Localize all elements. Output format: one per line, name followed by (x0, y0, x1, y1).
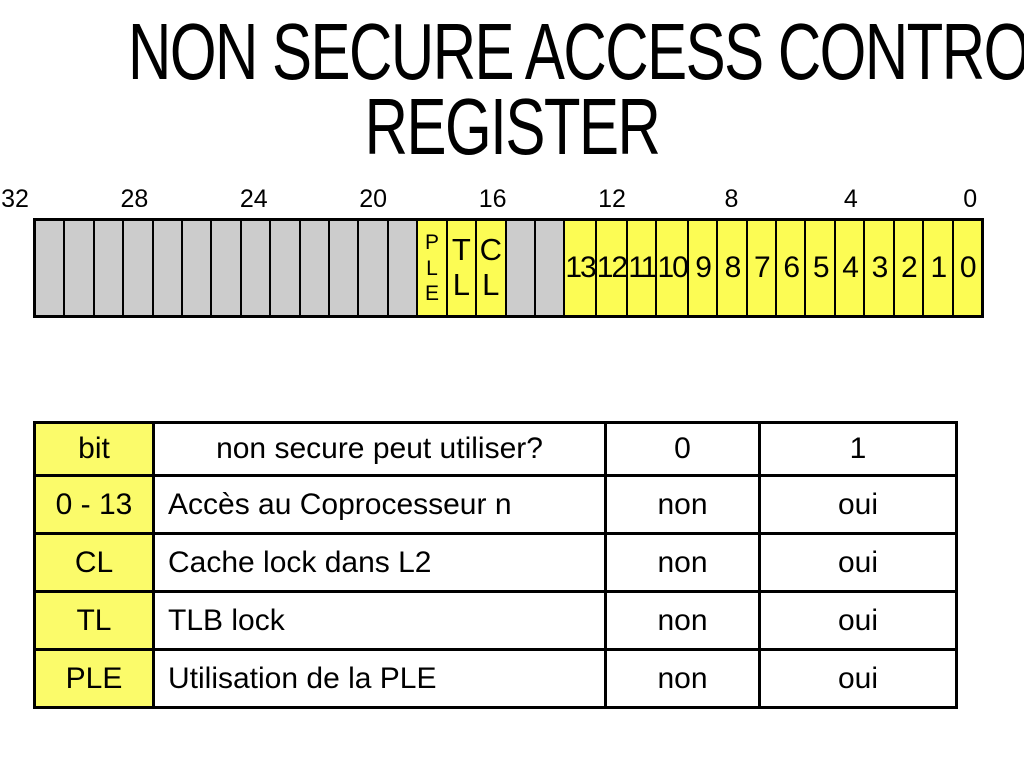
register-cell-stack-letter: P (424, 231, 439, 255)
register-cell-bit-11: 11 (626, 221, 657, 315)
table-cell-value-1: oui (758, 532, 958, 593)
register-cell-bit-8: 8 (716, 221, 746, 315)
table-cell-bit: PLE (33, 648, 155, 709)
register-cell-bit-1: 1 (922, 221, 952, 315)
register-cell-bit-20 (357, 221, 387, 315)
table-cell-description: TLB lock (152, 590, 607, 651)
register-cell-bit-14 (533, 221, 564, 315)
table-row: 0 - 13 Accès au Coprocesseur n non oui (33, 474, 958, 535)
register-cell-bit-9: 9 (686, 221, 717, 315)
register-cell-bit-24 (239, 221, 270, 315)
register-cell-label: 9 (695, 251, 712, 284)
register-cell-stack-letter: C (479, 232, 502, 268)
table-cell-description: Accès au Coprocesseur n (152, 474, 607, 535)
table-cell-description: Cache lock dans L2 (152, 532, 607, 593)
register-cell-label: 7 (754, 251, 771, 284)
register-scale-label-28: 28 (120, 185, 149, 213)
register-cell-bit-4: 4 (833, 221, 864, 315)
register-cell-bit-21 (328, 221, 358, 315)
register-cell-bit-31 (36, 221, 64, 315)
register-cell-bit-30 (63, 221, 93, 315)
table-header-value-1: 1 (758, 421, 958, 477)
register-cell-bit-19 (386, 221, 417, 315)
register-scale-label-4: 4 (843, 185, 858, 213)
register-cell-bit-28 (122, 221, 152, 315)
register-cell-bit-6: 6 (775, 221, 805, 315)
register-scale-label-20: 20 (359, 185, 388, 213)
register-cell-stack-letter: L (452, 267, 471, 302)
register-scale-label-24: 24 (239, 185, 268, 213)
table-cell-value-1: oui (758, 474, 958, 535)
legend-table: bit non secure peut utiliser? 0 1 0 - 13… (33, 421, 958, 709)
table-cell-value-0: non (604, 474, 761, 535)
register-scale-label-0: 0 (963, 185, 978, 213)
table-cell-value-0: non (604, 532, 761, 593)
register-scale-label-16: 16 (478, 185, 507, 213)
register-cell-bit-25 (210, 221, 240, 315)
table-header-value-0: 0 (604, 421, 761, 477)
table-header-description: non secure peut utiliser? (152, 421, 607, 477)
register-cell-stack-letter: E (424, 281, 439, 305)
register-cell-bit-23 (269, 221, 299, 315)
table-cell-bit: 0 - 13 (33, 474, 155, 535)
register-cell-bit-27 (151, 221, 182, 315)
register-cell-bit-2: 2 (892, 221, 923, 315)
table-row: CL Cache lock dans L2 non oui (33, 532, 958, 593)
register-cell-label: 4 (842, 251, 859, 284)
register-cell-bit-12: 12 (594, 221, 628, 315)
table-cell-description: Utilisation de la PLE (152, 648, 607, 709)
table-cell-value-0: non (604, 590, 761, 651)
register-cell-label: 8 (724, 251, 742, 284)
register-cell-bit-7: 7 (745, 221, 776, 315)
register-cell-label: 0 (959, 251, 977, 284)
register-cell-label: 3 (871, 251, 889, 284)
register-cell-label: 6 (783, 251, 800, 284)
register-cell-bit-13: 13 (563, 221, 597, 315)
register-cell-label: 11 (628, 251, 657, 284)
register-cell-label: 10 (657, 251, 688, 284)
register-cell-label: 5 (812, 251, 830, 284)
register-bit-scale: 32 28 24 20 16 12 8 4 0 (1, 185, 984, 215)
table-header-row: bit non secure peut utiliser? 0 1 (33, 421, 958, 477)
register-cell-bit-15 (504, 221, 534, 315)
table-cell-value-1: oui (758, 648, 958, 709)
table-cell-value-1: oui (758, 590, 958, 651)
table-row: TL TLB lock non oui (33, 590, 958, 651)
table-row: PLE Utilisation de la PLE non oui (33, 648, 958, 709)
table-cell-bit: TL (33, 590, 155, 651)
register-scale-label-8: 8 (724, 185, 739, 213)
register-cell-bit-22 (298, 221, 329, 315)
page-title-line-1: NON SECURE ACCESS CONTROL (128, 7, 1024, 96)
register-cell-bit-0: 0 (951, 221, 981, 315)
table-cell-bit: CL (33, 532, 155, 593)
register-cell-label: 13 (565, 251, 596, 284)
register-cell-bit-29 (92, 221, 123, 315)
register-cell-stack-letter: T (451, 232, 471, 268)
register-cell-bit-3: 3 (863, 221, 893, 315)
page-title: NON SECURE ACCESS CONTROL REGISTER (0, 7, 1024, 171)
register-cell-stack-letter: L (426, 256, 438, 280)
page-title-line-2: REGISTER (364, 82, 661, 171)
table-header-bit: bit (33, 421, 155, 477)
register-cell-label: 1 (930, 251, 947, 284)
register-cell-bit-5: 5 (804, 221, 834, 315)
register-scale-label-12: 12 (598, 185, 626, 213)
register-cell-bit-26 (181, 221, 211, 315)
register-cell-label: 12 (596, 251, 628, 284)
register-cell-stack-letter: L (482, 267, 500, 302)
register-scale-label-32: 32 (1, 185, 29, 213)
register-cell-bit-10: 10 (655, 221, 689, 315)
table-cell-value-0: non (604, 648, 761, 709)
register-cell-label: 2 (901, 251, 918, 284)
